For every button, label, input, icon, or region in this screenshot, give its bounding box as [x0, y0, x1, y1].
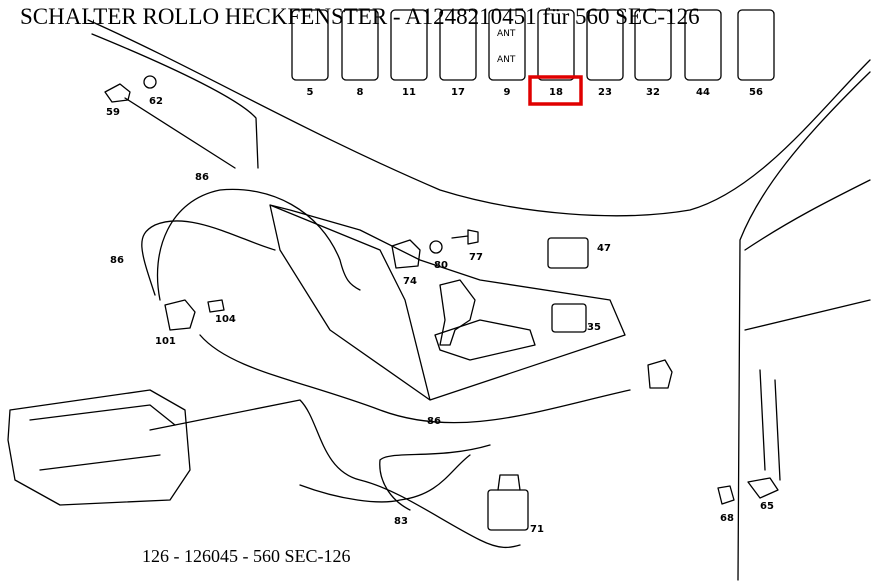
switch-44-body	[684, 9, 722, 81]
callout-86-top: 86	[195, 172, 209, 183]
switch-9-body	[488, 9, 526, 81]
cable-86-upper	[156, 188, 361, 301]
switch-8-body	[341, 9, 379, 81]
cable-86-left	[141, 220, 276, 296]
part-62	[143, 75, 157, 89]
switch-panel: 5 8 11 17 9 18 23 32 44 56	[291, 9, 775, 98]
a-pillar	[737, 71, 871, 581]
callout-86-bottom: 86	[427, 416, 441, 427]
part-77	[451, 229, 479, 245]
dashboard-outline	[87, 19, 871, 217]
switch-18-body	[537, 9, 575, 81]
switch-number-32: 32	[646, 87, 660, 98]
page-title: SCHALTER ROLLO HECKFENSTER - A1248210451…	[20, 4, 700, 29]
callout-35: 35	[587, 322, 601, 333]
part-104	[207, 299, 225, 313]
callout-71: 71	[530, 524, 544, 535]
callout-77: 77	[469, 252, 483, 263]
callout-83: 83	[394, 516, 408, 527]
callout-59: 59	[106, 107, 120, 118]
leader-86	[124, 97, 236, 169]
callout-86-left: 86	[110, 255, 124, 266]
cable-83	[149, 399, 521, 549]
switch-11-body	[390, 9, 428, 81]
switch-17-body	[439, 9, 477, 81]
callout-101: 101	[155, 336, 176, 347]
switch-number-11: 11	[402, 87, 416, 98]
callout-68: 68	[720, 513, 734, 524]
switch-35	[551, 303, 587, 333]
door-panel	[759, 369, 781, 481]
switch-number-8: 8	[357, 87, 364, 98]
part-65	[747, 477, 779, 499]
footer-caption: 126 - 126045 - 560 SEC-126	[142, 546, 351, 566]
relay-71-bracket	[497, 474, 521, 491]
part-59	[104, 83, 131, 103]
door-line	[744, 179, 871, 251]
callout-104: 104	[215, 314, 236, 325]
dashboard-outline-inner	[91, 33, 259, 169]
relay-71	[487, 489, 529, 531]
connector-right	[647, 359, 673, 389]
switch-23-body	[586, 9, 624, 81]
callout-62: 62	[149, 96, 163, 107]
control-unit	[7, 389, 191, 506]
switch-number-56: 56	[749, 87, 763, 98]
switch-number-44: 44	[696, 87, 710, 98]
cable-83-branch-2	[379, 444, 491, 511]
switch-number-9: 9	[504, 87, 511, 98]
ant-label-bottom: ANT	[497, 55, 516, 65]
part-74	[391, 239, 421, 269]
door-line-2	[744, 299, 871, 331]
gear-shifter	[439, 279, 476, 346]
switch-56-body	[737, 9, 775, 81]
switch-number-18: 18	[549, 87, 563, 98]
switch-number-5: 5	[307, 87, 314, 98]
callout-47: 47	[597, 243, 611, 254]
switch-47	[547, 237, 589, 269]
switch-32-body	[634, 9, 672, 81]
cable-86-lower	[199, 334, 631, 424]
switch-5-body	[291, 9, 329, 81]
part-101	[164, 299, 196, 331]
callout-74: 74	[403, 276, 417, 287]
part-68	[717, 485, 735, 505]
highlight-box	[528, 75, 583, 106]
callout-65: 65	[760, 501, 774, 512]
part-80	[429, 240, 443, 254]
ant-label-top: ANT	[497, 29, 516, 39]
switch-number-17: 17	[451, 87, 465, 98]
control-unit-detail	[29, 404, 176, 471]
cable-83-branch	[299, 454, 471, 503]
switch-number-23: 23	[598, 87, 612, 98]
center-console	[269, 204, 626, 401]
callout-80: 80	[434, 260, 448, 271]
gear-gate	[434, 319, 536, 361]
